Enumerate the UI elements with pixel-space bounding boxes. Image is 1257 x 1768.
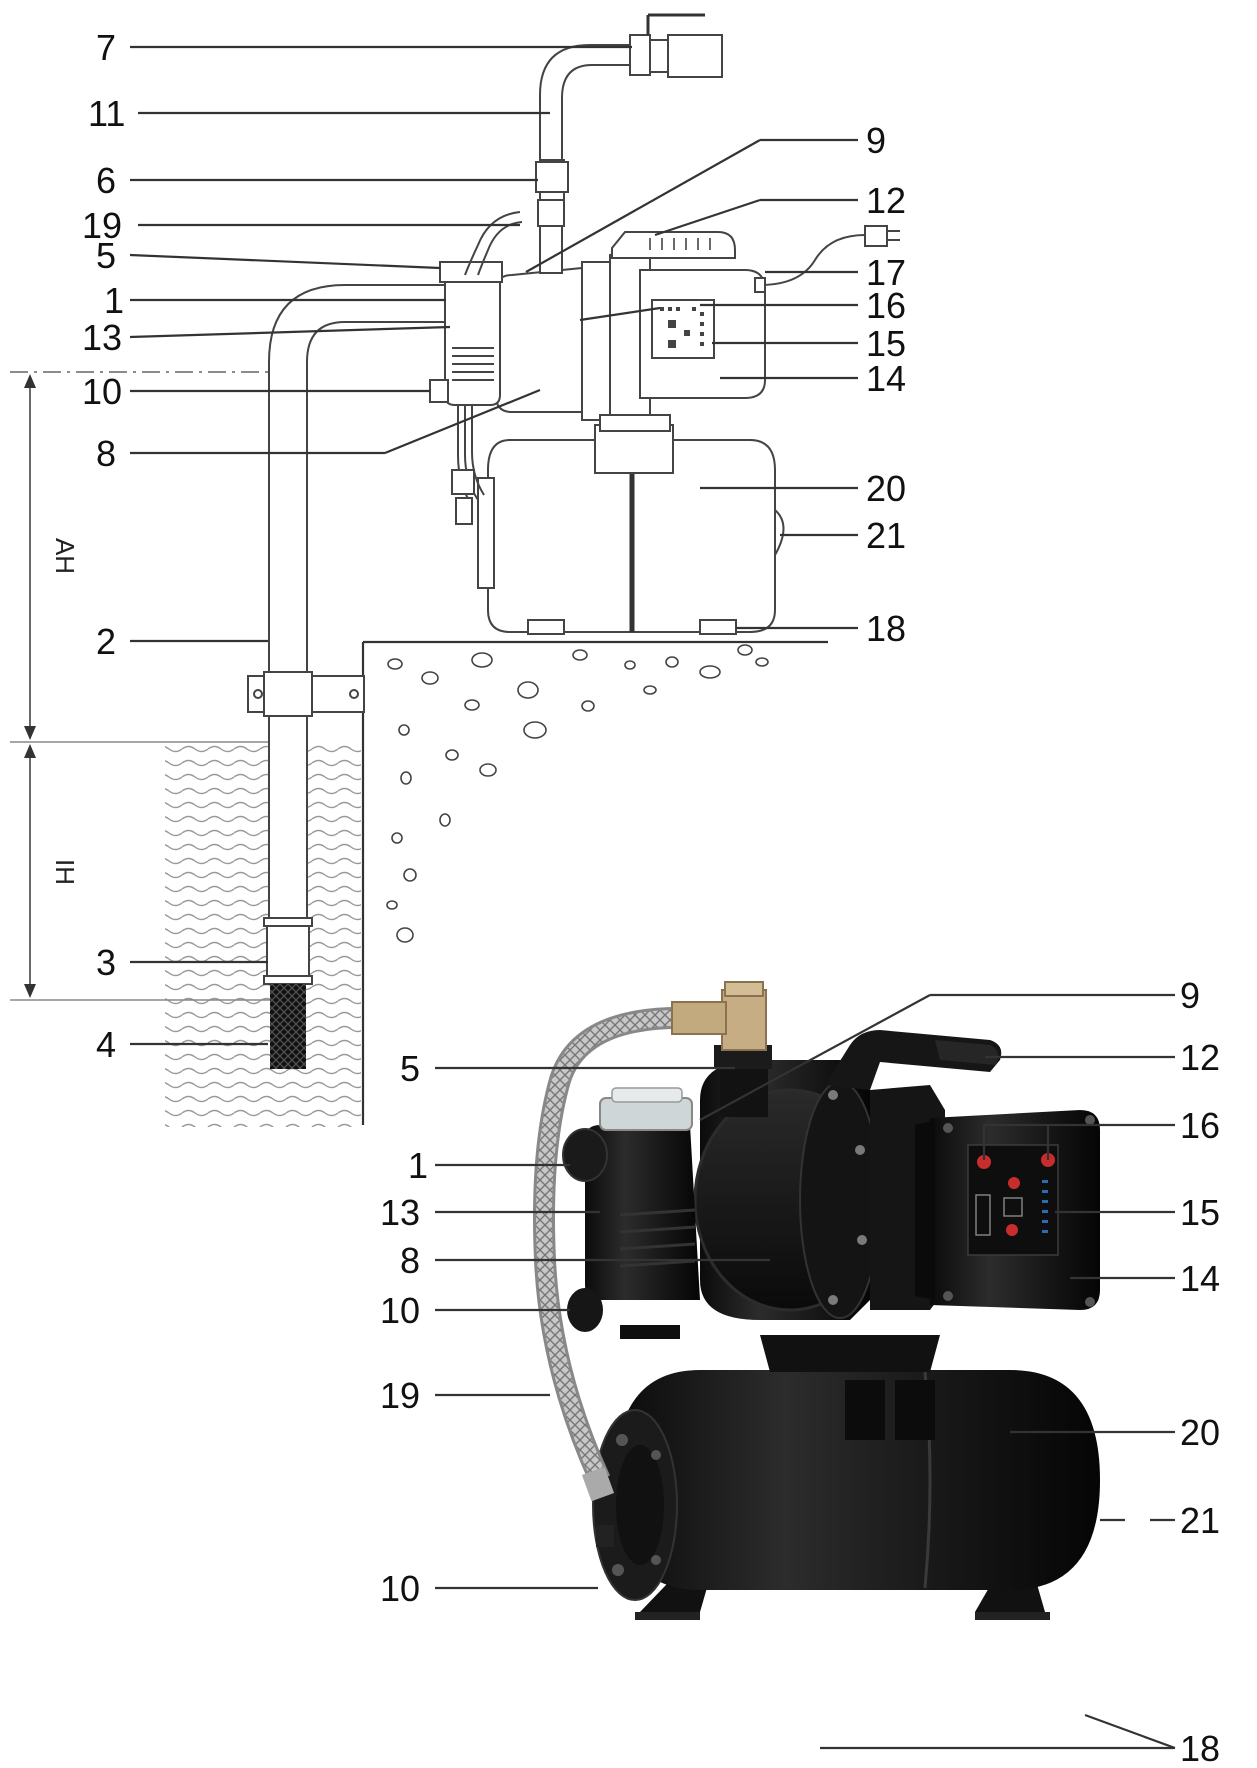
strainer-fins: [452, 347, 494, 381]
bottom-label-8: 8: [400, 1240, 420, 1281]
top-label-6: 6: [96, 160, 116, 201]
top-label-1: 1: [104, 280, 124, 321]
bottom-label-13: 13: [380, 1192, 420, 1233]
inlet-port: [562, 1128, 608, 1182]
strainer-housing-drawing: [444, 274, 501, 406]
top-label-4: 4: [96, 1024, 116, 1065]
ground-block: [363, 642, 823, 957]
ih-label: IH: [50, 859, 80, 885]
bottom-label-15: 15: [1180, 1192, 1220, 1233]
strainer-lid: [599, 1097, 693, 1131]
bottom-label-18: 18: [1180, 1728, 1220, 1768]
tank-mount-bracket: [760, 1335, 940, 1372]
top-leader-lines: [129, 45, 858, 1046]
bottom-label-5: 5: [400, 1048, 420, 1089]
bottom-label-10-lower: 10: [380, 1568, 420, 1609]
pump-photo-render: [533, 981, 1100, 1620]
top-label-13: 13: [82, 317, 122, 358]
bottom-label-12: 12: [1180, 1037, 1220, 1078]
top-label-5: 5: [96, 235, 116, 276]
top-label-19: 19: [82, 205, 122, 246]
bottom-label-19: 19: [380, 1375, 420, 1416]
soil-pebbles: [386, 644, 769, 943]
top-label-8: 8: [96, 433, 116, 474]
bottom-label-20: 20: [1180, 1412, 1220, 1453]
top-label-17: 17: [866, 252, 906, 293]
top-label-12: 12: [866, 180, 906, 221]
bottom-label-9: 9: [1180, 975, 1200, 1016]
panel-button-left: [977, 1155, 991, 1169]
top-label-14: 14: [866, 358, 906, 399]
control-panel-dots: [660, 307, 704, 348]
top-labels: 7 11 6 19 5 1 13 10 8 2 3 4 9 12 17 16 1…: [82, 27, 906, 1065]
top-label-9: 9: [866, 120, 886, 161]
top-label-10: 10: [82, 371, 122, 412]
top-label-18: 18: [866, 608, 906, 649]
top-label-2: 2: [96, 621, 116, 662]
ah-dimension: AH: [24, 374, 80, 740]
schematic-drawing: AH IH: [10, 13, 900, 1127]
suction-strainer: [270, 984, 306, 1069]
top-label-15: 15: [866, 323, 906, 364]
top-label-7: 7: [96, 27, 116, 68]
top-label-20: 20: [866, 468, 906, 509]
discharge-outlet: [720, 1062, 768, 1117]
suction-pipe: [268, 284, 446, 956]
top-label-3: 3: [96, 942, 116, 983]
top-label-11: 11: [88, 93, 125, 134]
bottom-label-14: 14: [1180, 1258, 1220, 1299]
foot-valve: [266, 919, 310, 983]
metal-tee: [721, 989, 767, 1051]
bottom-label-16: 16: [1180, 1105, 1220, 1146]
bottom-label-1: 1: [408, 1145, 428, 1186]
pressure-tank-photo: [615, 1370, 1100, 1590]
top-label-16: 16: [866, 285, 906, 326]
well-water: [165, 742, 361, 1127]
flexible-hose-drawing: [464, 211, 521, 276]
bottom-label-21: 21: [1180, 1500, 1220, 1541]
ih-dimension: IH: [24, 744, 80, 998]
ah-label: AH: [50, 538, 80, 574]
power-cable-drawing: [759, 234, 866, 286]
top-label-21: 21: [866, 515, 906, 556]
bottom-label-10-upper: 10: [380, 1290, 420, 1331]
discharge-pipe-drawing: [539, 44, 631, 161]
drain-plug: [567, 1288, 603, 1332]
bottom-labels: 9 5 12 1 16 13 15 8 14 10 19 20 21 10 18: [380, 975, 1220, 1768]
bottom-leader-lines: [435, 993, 1176, 1750]
